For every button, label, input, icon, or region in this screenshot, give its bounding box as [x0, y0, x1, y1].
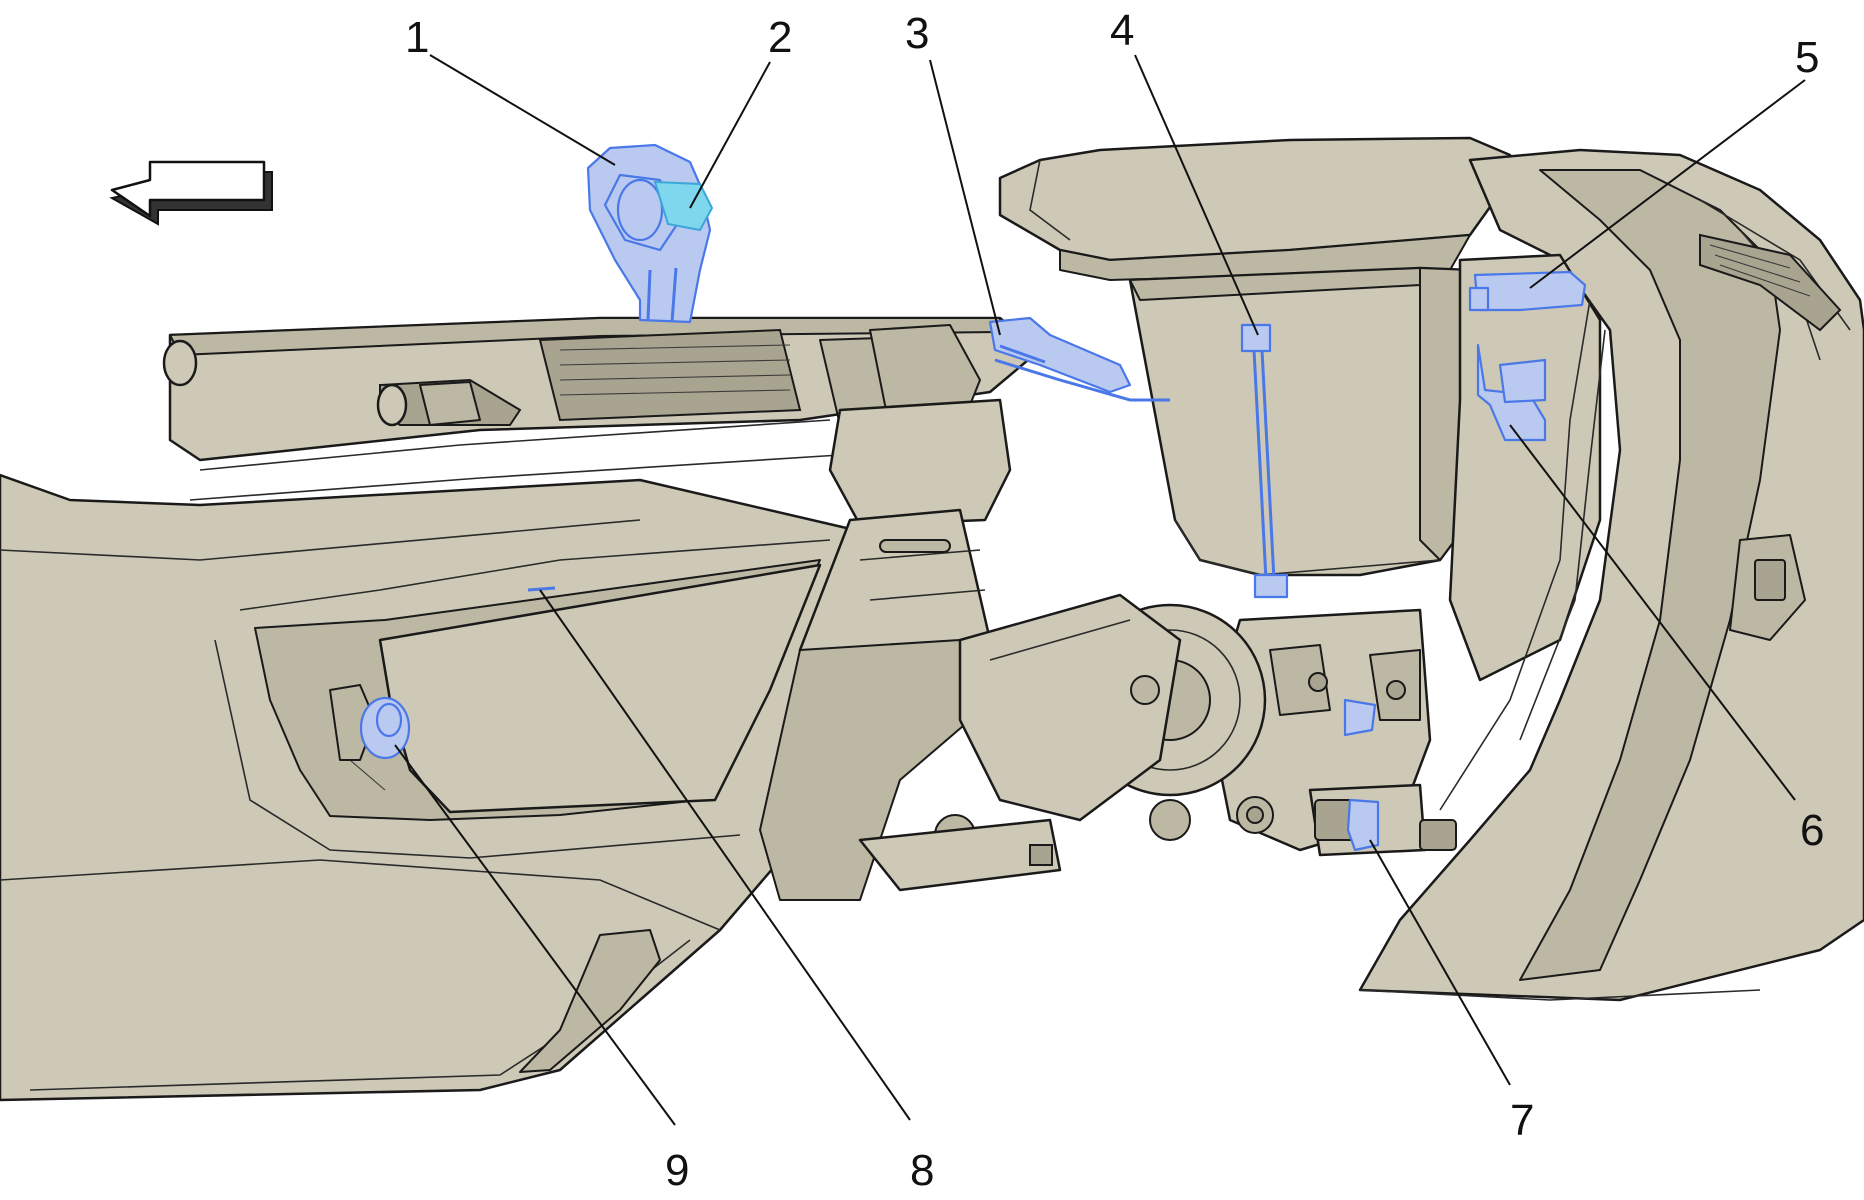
component-6 — [1476, 343, 1547, 442]
component-7 — [1343, 698, 1380, 852]
callout-6: 6 — [1800, 806, 1824, 855]
component-4 — [1240, 323, 1289, 599]
component-3 — [988, 316, 1170, 402]
callout-8: 8 — [910, 1146, 934, 1195]
callout-7: 7 — [1510, 1096, 1534, 1145]
component-5 — [1468, 270, 1587, 312]
arrow-left-icon — [109, 160, 273, 226]
highlighted-components — [359, 143, 1587, 852]
component-8 — [527, 586, 556, 592]
callout-1: 1 — [405, 13, 429, 62]
callout-labels: 1 2 3 4 5 6 7 8 9 — [405, 6, 1824, 1195]
console-assembly — [0, 136, 1864, 1102]
callout-2: 2 — [768, 13, 792, 62]
callout-5: 5 — [1795, 33, 1819, 82]
callout-3: 3 — [905, 9, 929, 58]
leader-lines — [394, 54, 1806, 1126]
callout-4: 4 — [1110, 6, 1134, 55]
component-9 — [359, 696, 411, 760]
shift-lever — [586, 143, 714, 324]
callout-9: 9 — [665, 1146, 689, 1195]
